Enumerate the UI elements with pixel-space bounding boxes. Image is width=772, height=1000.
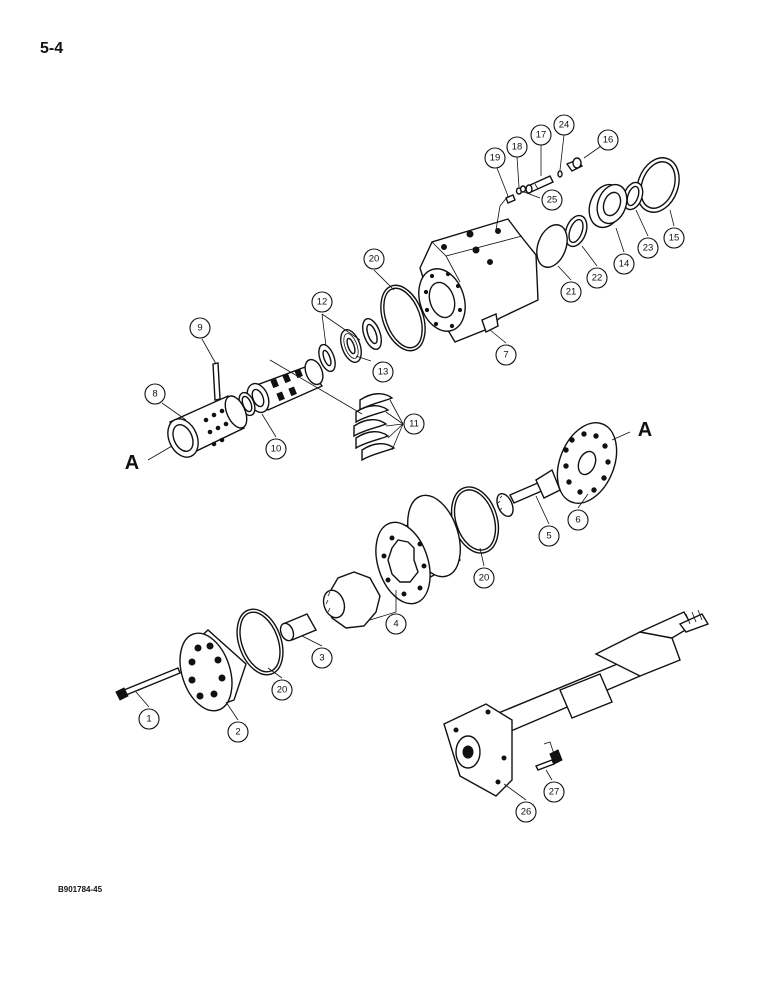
svg-text:20: 20 (277, 685, 288, 696)
part-ring-22 (564, 214, 588, 248)
part-bolt-1 (115, 667, 181, 701)
part-spacer-3 (279, 613, 317, 642)
part-seal-23 (622, 181, 644, 211)
callout-13: 13 (372, 361, 394, 383)
callout-9: 9 (189, 317, 211, 339)
figure-code: B901784-45 (58, 885, 103, 894)
part-housing-7 (418, 218, 539, 343)
part-pin-9 (212, 362, 221, 401)
part-gerotor-ring-4 (375, 494, 461, 605)
callout-2: 2 (227, 721, 249, 743)
svg-text:14: 14 (619, 259, 630, 270)
callout-8: 8 (144, 383, 166, 405)
reference-mark-a-left: A (125, 452, 139, 474)
callout-10: 10 (265, 438, 287, 460)
callout-11: 11 (403, 413, 425, 435)
callout-5: 5 (538, 525, 560, 547)
svg-text:3: 3 (319, 653, 324, 664)
callout-bubbles: 1 2 3 4 5 6 7 8 9 10 11 12 13 14 15 16 1… (138, 114, 685, 823)
svg-text:17: 17 (536, 130, 547, 141)
part-spool-8 (167, 395, 248, 458)
callout-17: 17 (530, 124, 552, 146)
callout-18: 18 (506, 136, 528, 158)
callout-4: 4 (385, 613, 407, 635)
callout-24: 24 (553, 114, 575, 136)
svg-text:11: 11 (409, 419, 419, 430)
svg-text:12: 12 (317, 297, 328, 308)
svg-text:20: 20 (479, 573, 490, 584)
part-check-ball-19 (505, 194, 516, 204)
callout-27: 27 (543, 781, 565, 803)
part-o-ring-21 (536, 224, 568, 268)
svg-text:27: 27 (549, 787, 560, 798)
part-valve-stem-17 (525, 175, 554, 194)
callout-6: 6 (567, 509, 589, 531)
callout-26: 26 (515, 801, 537, 823)
leader-lines (135, 134, 675, 801)
svg-text:22: 22 (592, 273, 603, 284)
callout-1: 1 (138, 708, 160, 730)
callout-20-middle: 20 (473, 567, 495, 589)
svg-text:18: 18 (512, 142, 523, 153)
svg-text:19: 19 (490, 153, 501, 164)
callout-20-upper: 20 (363, 248, 385, 270)
svg-text:4: 4 (393, 619, 398, 630)
part-steering-column-26 (443, 609, 710, 797)
part-bolt-27 (535, 749, 563, 771)
part-snap-ring-15 (636, 157, 680, 213)
part-o-ring-20-upper (380, 284, 426, 352)
svg-text:2: 2 (235, 727, 240, 738)
callout-23: 23 (637, 237, 659, 259)
svg-text:23: 23 (643, 243, 654, 254)
svg-text:10: 10 (271, 444, 282, 455)
svg-text:15: 15 (669, 233, 680, 244)
svg-text:20: 20 (369, 254, 380, 265)
page-number: 5-4 (40, 40, 64, 57)
callout-25: 25 (541, 189, 563, 211)
part-small-o-rings-18-25 (515, 170, 563, 195)
svg-text:24: 24 (559, 120, 570, 131)
svg-text:26: 26 (521, 807, 532, 818)
svg-text:25: 25 (547, 195, 558, 206)
svg-text:13: 13 (378, 367, 389, 378)
part-o-ring-20-middle (450, 486, 500, 554)
part-thrust-bearing-12-13 (318, 318, 382, 373)
callout-12: 12 (311, 291, 333, 313)
reference-mark-a-right: A (638, 419, 652, 441)
svg-text:9: 9 (197, 323, 202, 334)
part-gerotor-star-4 (322, 571, 381, 629)
part-end-cap-2 (179, 629, 247, 712)
svg-text:1: 1 (146, 714, 151, 725)
callout-7: 7 (495, 344, 517, 366)
callout-16: 16 (597, 129, 619, 151)
svg-text:7: 7 (503, 350, 508, 361)
part-fitting-16 (565, 157, 584, 172)
part-spacer-plate-6 (556, 422, 618, 504)
callout-14: 14 (613, 253, 635, 275)
part-sleeve-10 (246, 358, 324, 414)
part-end-cap-14 (588, 183, 628, 229)
callout-21: 21 (560, 281, 582, 303)
svg-text:6: 6 (575, 515, 580, 526)
callout-3: 3 (311, 647, 333, 669)
svg-text:21: 21 (566, 287, 577, 298)
part-o-ring-20-lower (236, 608, 284, 676)
svg-text:5: 5 (546, 531, 551, 542)
callout-22: 22 (586, 267, 608, 289)
part-springs-11 (353, 393, 396, 462)
reference-marks: A A (125, 419, 652, 474)
part-drive-shaft-5 (496, 468, 561, 518)
callout-15: 15 (663, 227, 685, 249)
callout-19: 19 (484, 147, 506, 169)
svg-text:16: 16 (603, 135, 614, 146)
callout-20-lower: 20 (271, 679, 293, 701)
svg-text:8: 8 (152, 389, 157, 400)
